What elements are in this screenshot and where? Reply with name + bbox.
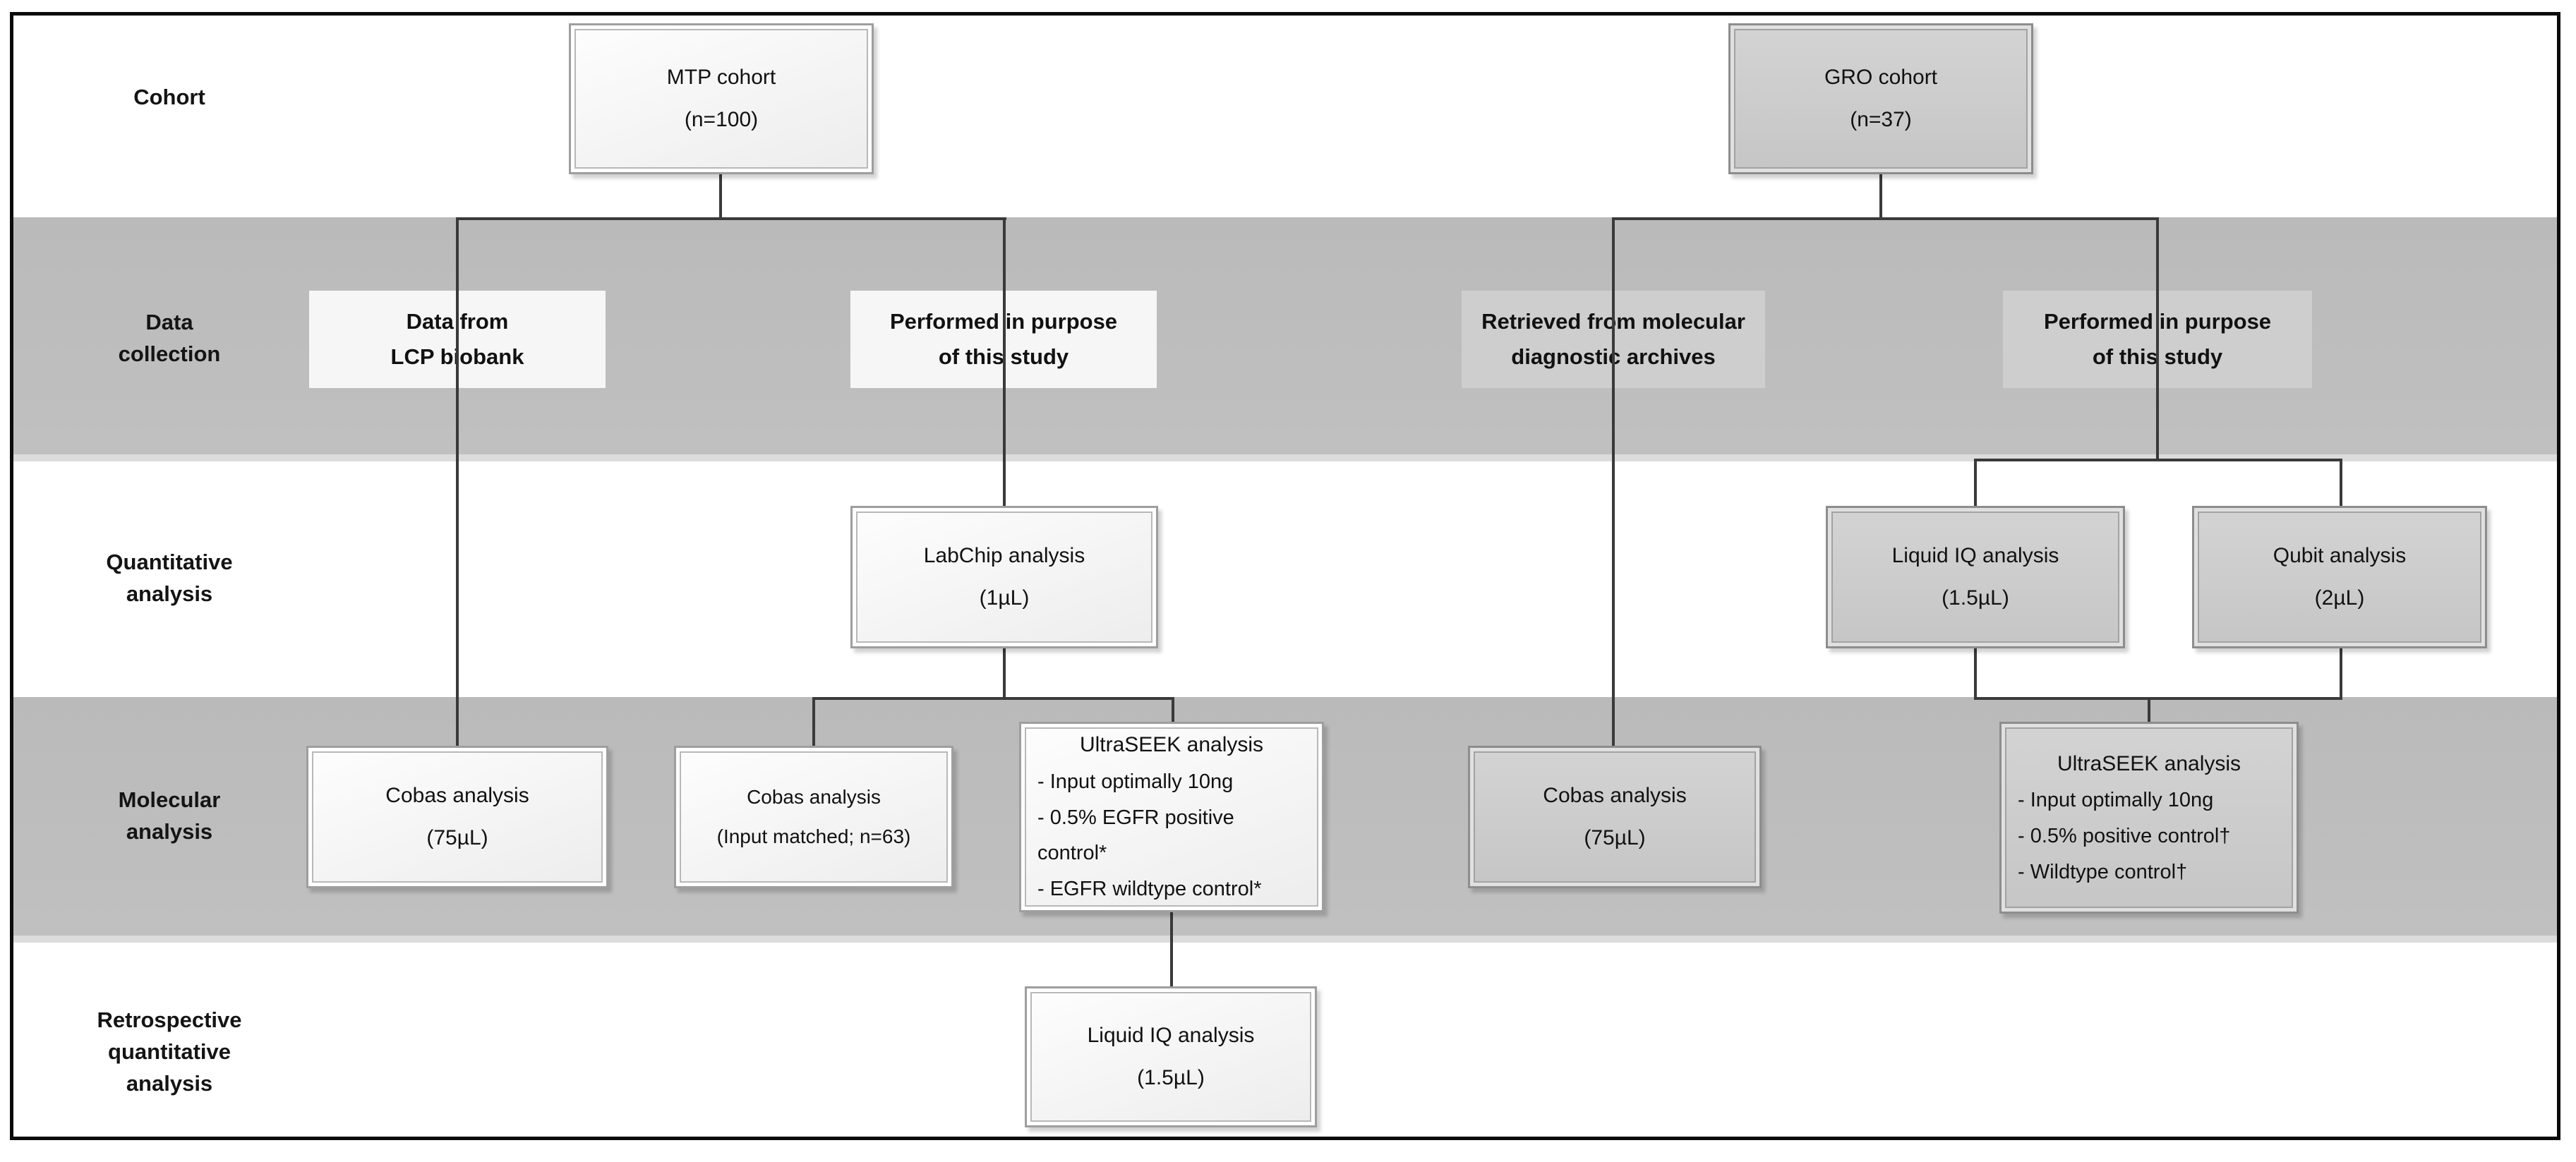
box-cobas-analysis-gro: Cobas analysis (75µL) [1468, 746, 1762, 888]
connector-labchip-splitter [812, 697, 1174, 700]
box-labchip-analysis: LabChip analysis (1µL) [850, 506, 1158, 648]
connector-qubit-riser [2340, 646, 2342, 700]
connector-liquidiq-riser [1974, 646, 1977, 700]
box-text: (2µL) [2314, 586, 2365, 610]
row-label-text: Cohort [133, 85, 205, 109]
row-label-data-collection: Data collection [28, 307, 311, 370]
connector-drop-ultraseek-gro [2148, 697, 2150, 725]
box-text: GRO cohort [1824, 66, 1938, 89]
box-bullet: - Input optimally 10ng [2018, 789, 2214, 812]
connector-gro-splitter [1612, 217, 2159, 220]
row-label-text: Data [145, 310, 193, 334]
box-text: Qubit analysis [2273, 544, 2407, 567]
box-ultraseek-analysis-gro: UltraSEEK analysis - Input optimally 10n… [1999, 722, 2299, 914]
box-title: UltraSEEK analysis [1079, 733, 1264, 757]
box-text: (75µL) [426, 826, 488, 849]
box-cobas-analysis-mtp: Cobas analysis (75µL) [306, 746, 608, 888]
row-label-text: Quantitative [106, 550, 233, 574]
figure-frame [10, 12, 2560, 1140]
connector-gro-quant-splitter [1974, 459, 2342, 461]
connector-labchip-down [1003, 646, 1006, 700]
box-cobas-analysis-input-matched: Cobas analysis (Input matched; n=63) [674, 746, 953, 888]
box-mtp-cohort: MTP cohort (n=100) [569, 23, 874, 174]
connector-performed-to-labchip [1003, 217, 1006, 509]
connector-gro-merge [1974, 697, 2342, 700]
box-bullet: - 0.5% positive control† [2018, 824, 2231, 847]
connector-gro-riser [1879, 174, 1882, 219]
box-text: Cobas analysis [1543, 784, 1687, 807]
connector-mtp-riser [719, 174, 722, 219]
row-label-text: analysis [126, 818, 213, 844]
box-ultraseek-analysis-mtp: UltraSEEK analysis - Input optimally 10n… [1019, 722, 1324, 912]
box-liquid-iq-analysis-gro: Liquid IQ analysis (1.5µL) [1826, 506, 2125, 648]
row-label-text: Molecular [118, 787, 221, 812]
row-label-text: collection [118, 341, 221, 366]
connector-performed-gro-down [2156, 217, 2159, 461]
box-text: (1.5µL) [1942, 586, 2009, 610]
box-text: (n=37) [1850, 108, 1912, 131]
connector-retrieved-to-cobas [1612, 217, 1615, 747]
box-title: UltraSEEK analysis [2057, 751, 2241, 775]
connector-drop-cobas-matched [812, 697, 815, 748]
row-label-quantitative-analysis: Quantitative analysis [28, 547, 311, 610]
connector-drop-ultraseek-mtp [1172, 697, 1174, 725]
row-label-text: analysis [126, 581, 213, 606]
box-text: (n=100) [684, 108, 759, 131]
box-qubit-analysis: Qubit analysis (2µL) [2192, 506, 2487, 648]
connector-lcp-to-cobas [456, 217, 459, 747]
box-bullet: - 0.5% EGFR positive control* [1037, 806, 1234, 865]
box-liquid-iq-analysis-retrospective: Liquid IQ analysis (1.5µL) [1025, 986, 1317, 1127]
box-text: (1µL) [979, 586, 1030, 610]
box-bullet: - Wildtype control† [2018, 860, 2188, 883]
row-label-text: analysis [126, 1070, 213, 1096]
connector-mtp-splitter [456, 217, 1006, 220]
box-text: Cobas analysis [747, 786, 881, 808]
box-text: Liquid IQ analysis [1087, 1024, 1255, 1047]
box-bullet: - Input optimally 10ng [1037, 770, 1234, 793]
row-label-retrospective-quantitative-analysis: Retrospective quantitative analysis [28, 1005, 311, 1100]
box-bullet: - EGFR wildtype control* [1037, 878, 1262, 900]
row-label-text: Retrospective [97, 1007, 242, 1032]
connector-drop-qubit [2340, 459, 2342, 508]
box-text: (Input matched; n=63) [716, 825, 911, 847]
box-text: MTP cohort [666, 66, 776, 89]
connector-ultraseek-to-liquidiq [1170, 910, 1173, 989]
row-label-molecular-analysis: Molecular analysis [28, 785, 311, 848]
box-text: LabChip analysis [923, 544, 1085, 567]
row-label-text: quantitative [108, 1039, 231, 1064]
box-gro-cohort: GRO cohort (n=37) [1728, 23, 2033, 174]
connector-drop-liquidiq-gro [1974, 459, 1977, 508]
row-label-cohort: Cohort [28, 82, 311, 114]
box-text: (75µL) [1584, 826, 1646, 849]
box-text: Cobas analysis [385, 784, 529, 807]
box-text: (1.5µL) [1137, 1066, 1205, 1089]
box-text: Liquid IQ analysis [1891, 544, 2059, 567]
